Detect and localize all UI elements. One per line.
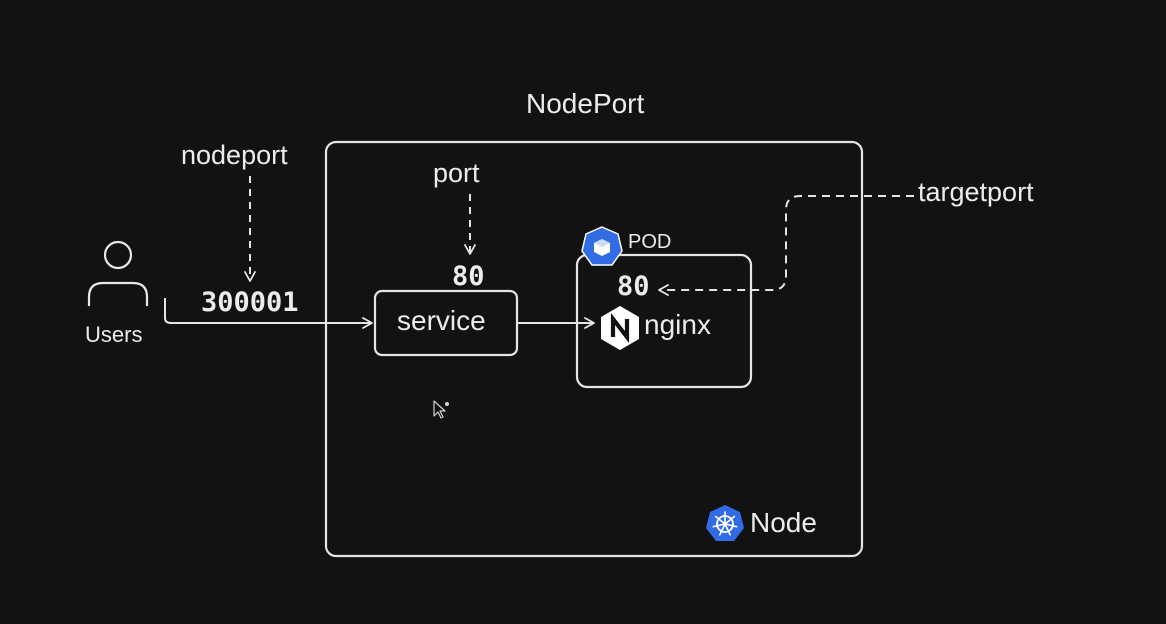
nodeport-value: 300001 [201,287,299,318]
targetport-label: targetport [918,177,1034,207]
port-label: port [433,158,480,188]
pod-cube-icon [581,226,623,266]
node-box [324,140,864,558]
pod-box [575,253,753,389]
nodeport-label: nodeport [181,140,288,170]
diagram-title: NodePort [526,88,645,119]
nginx-n-icon [601,306,639,350]
users-to-service-arrow [164,298,373,329]
service-port-value: 80 [452,261,485,292]
kubernetes-wheel-icon [706,505,744,541]
pod-target-port-value: 80 [617,271,650,302]
mouse-cursor-icon [433,400,449,419]
service-box [373,289,519,357]
user-icon [87,240,149,306]
pod-label: POD [628,231,672,253]
targetport-dashed-arrow [658,195,914,296]
nginx-label: nginx [644,309,711,340]
node-label: Node [750,507,817,538]
service-label: service [397,305,486,336]
users-label: Users [85,322,143,347]
